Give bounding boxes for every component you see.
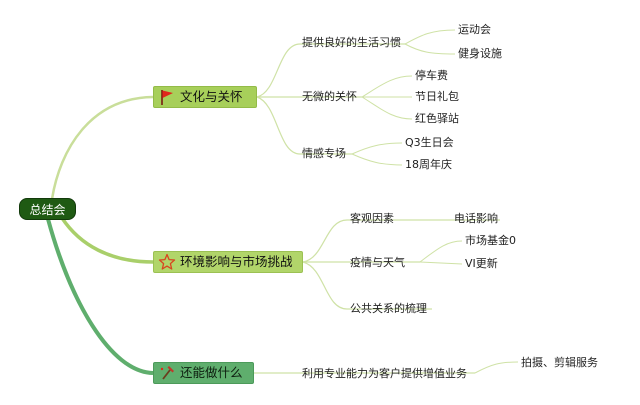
link-root-to-environment [60,217,154,264]
node-value-added-services[interactable]: 利用专业能力为客户提供增值业务 [302,367,467,380]
node-epidemic-weather[interactable]: 疫情与天气 [350,256,405,269]
link-root-to-culture [50,95,154,200]
node-holiday-gift[interactable]: 节日礼包 [415,90,459,103]
branch-culture-label: 文化与关怀 [180,89,243,104]
node-q3-birthday[interactable]: Q3生日会 [405,136,454,149]
link-environment-to-objective [302,219,348,263]
branch-culture-and-care[interactable]: 文化与关怀 [153,86,257,108]
node-fitness-facilities[interactable]: 健身设施 [458,47,502,60]
branch-what-else[interactable]: 还能做什么 [153,362,254,384]
branch-what-else-label: 还能做什么 [180,365,243,380]
branch-environment-and-market[interactable]: 环境影响与市场挑战 [153,251,303,273]
node-good-habits[interactable]: 提供良好的生活习惯 [302,36,401,49]
star-outline-icon [158,253,176,271]
node-pr-review[interactable]: 公共关系的梳理 [350,302,427,315]
hammer-icon [158,364,176,382]
link-culture-to-emotion [256,96,301,155]
node-sports-meet[interactable]: 运动会 [458,23,491,36]
node-vi-update[interactable]: VI更新 [465,257,498,270]
link-root-to-whatelse [46,218,154,375]
branch-environment-label: 环境影响与市场挑战 [180,254,293,269]
link-culture-to-habits [256,43,301,98]
red-flag-icon [158,88,176,106]
node-parking-fee[interactable]: 停车费 [415,69,448,82]
node-shooting-editing[interactable]: 拍摄、剪辑服务 [521,356,598,369]
node-18th-anniversary[interactable]: 18周年庆 [405,158,452,171]
node-meticulous-care[interactable]: 无微的关怀 [302,90,357,103]
node-market-fund[interactable]: 市场基金0 [465,234,516,247]
node-red-station[interactable]: 红色驿站 [415,112,459,125]
node-objective-factors[interactable]: 客观因素 [350,212,394,225]
root-node[interactable]: 总结会 [19,198,76,220]
link-environment-to-pr [302,261,348,310]
node-emotion-session[interactable]: 情感专场 [302,147,346,160]
node-phone-impact[interactable]: 电话影响 [454,212,498,225]
